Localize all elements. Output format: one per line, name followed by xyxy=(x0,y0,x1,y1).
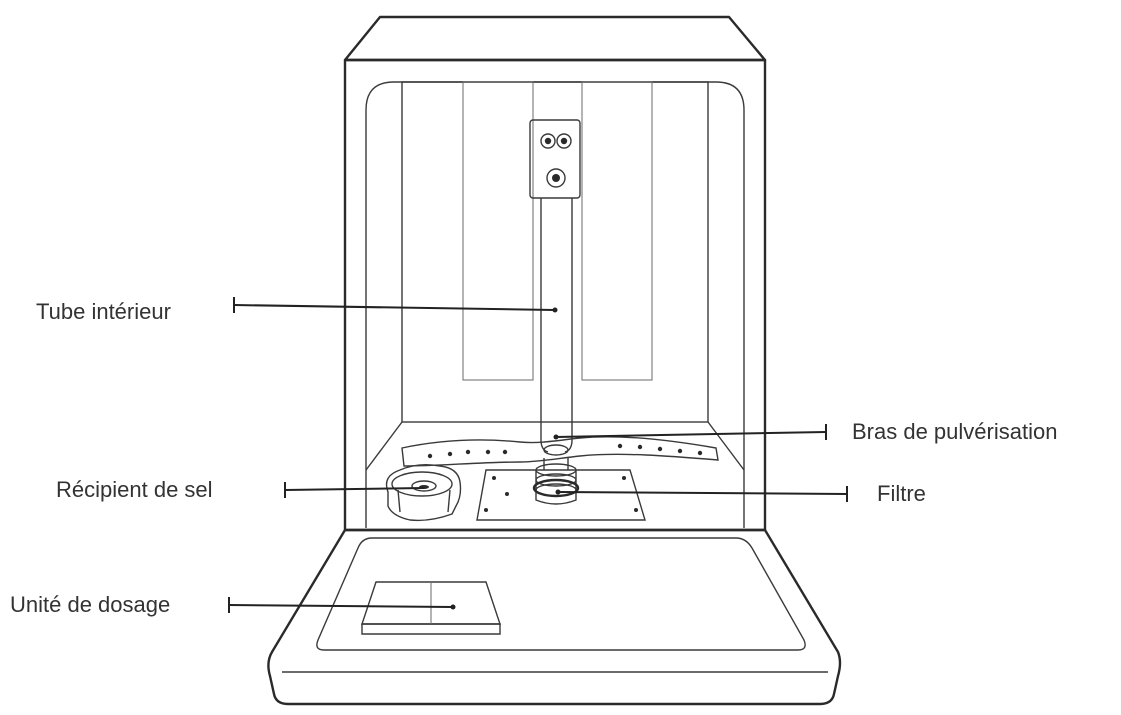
leader-dosing-unit xyxy=(228,597,456,613)
leader-filter xyxy=(555,486,848,502)
leader-spray-arm xyxy=(553,424,827,440)
label-inner-tube: Tube intérieur xyxy=(36,299,171,324)
label-spray-arm: Bras de pulvérisation xyxy=(852,419,1058,444)
inner-tube xyxy=(529,119,581,453)
label-dosing-unit: Unité de dosage xyxy=(10,592,171,617)
leader-inner-tube xyxy=(233,297,558,313)
dishwasher-top xyxy=(343,15,767,62)
spray-arm xyxy=(401,436,719,467)
dosing-unit xyxy=(361,581,501,635)
leader-salt-container xyxy=(284,482,425,498)
dishwasher-door xyxy=(267,528,842,706)
salt-container xyxy=(385,463,462,522)
label-salt-container: Récipient de sel xyxy=(56,477,213,502)
filter-assembly xyxy=(476,458,646,521)
label-filter: Filtre xyxy=(877,481,926,506)
